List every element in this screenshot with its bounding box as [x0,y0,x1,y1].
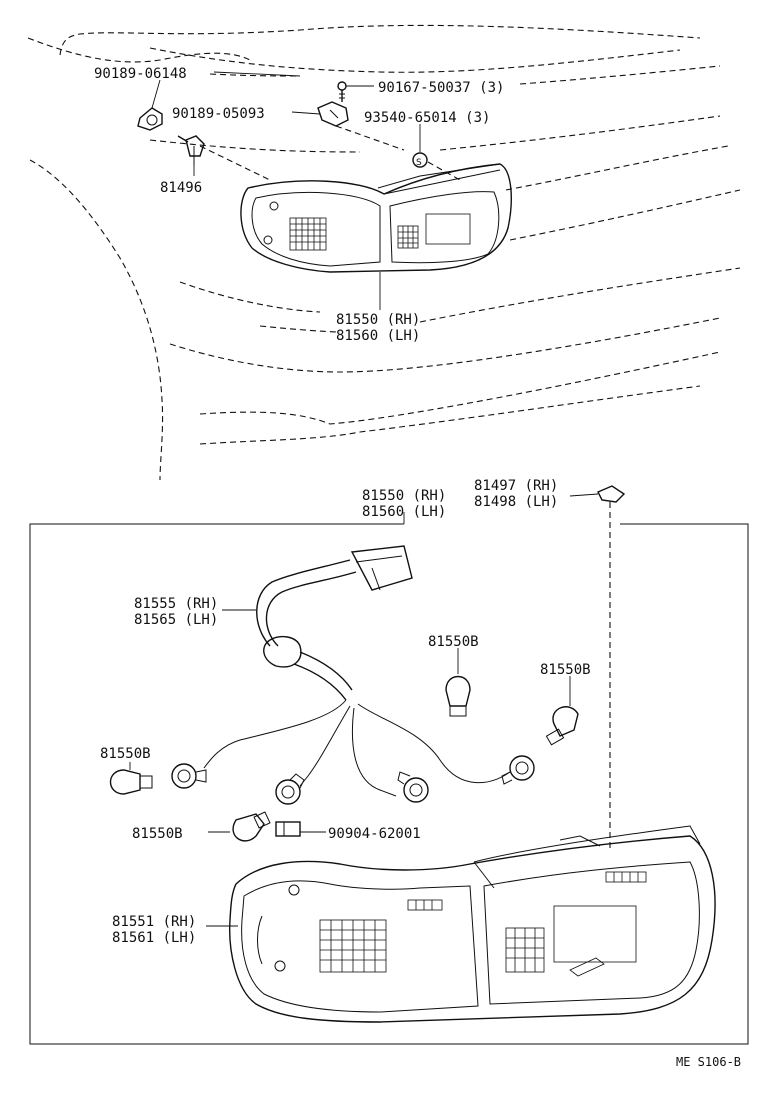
cap-nut-icon [137,107,163,131]
small-bulb-icon [275,821,326,837]
bulb-icon-lower [208,811,271,842]
label-small-bulb: 90904-62001 [328,826,421,842]
screw-icon [337,81,347,102]
label-assy-lh: 81560 (LH) [362,504,446,520]
label-lamp-lh: 81560 (LH) [336,328,420,344]
label-bulb-center: 81550B [428,634,479,650]
vehicle-body-outline [27,24,741,481]
label-wire-lh: 81565 (LH) [134,612,218,628]
label-gasket-rh: 81497 (RH) [474,478,558,494]
clip-icon [317,101,349,127]
socket-icon-1 [171,763,207,789]
socket-icon-2 [275,773,305,805]
label-assy-rh: 81550 (RH) [362,488,446,504]
label-lens-lh: 81561 (LH) [112,930,196,946]
gasket-icon [569,485,626,850]
upper-tail-lamp-assembly [240,163,512,273]
assembly-frame [29,512,749,1045]
svg-text:S: S [416,158,422,168]
diagram-code: ME S106-B [676,1055,741,1069]
bulb-icon-right [545,676,579,746]
wiring-harness [203,545,511,797]
bulb-icon-left [109,762,153,795]
label-bulb-right: 81550B [540,662,591,678]
label-bulb-left: 81550B [100,746,151,762]
label-wire-rh: 81555 (RH) [134,596,218,612]
socket-icon-4 [501,755,535,785]
label-lens-rh: 81551 (RH) [112,914,196,930]
label-clip: 90189-05093 [172,106,265,122]
label-bulb-lower: 81550B [132,826,183,842]
bulb-icon-center [445,648,471,717]
lower-lens-housing [206,825,716,1023]
label-gasket-lh: 81498 (LH) [474,494,558,510]
grommet-icon [177,135,205,166]
nut-icon: S [412,152,428,168]
label-nut: 93540-65014 (3) [364,110,490,126]
label-screw: 90167-50037 (3) [378,80,504,96]
label-lamp-rh: 81550 (RH) [336,312,420,328]
socket-icon-3 [397,771,429,803]
label-grommet: 81496 [160,180,202,196]
upper-leaders [151,71,461,310]
label-cap-nut: 90189-06148 [94,66,187,82]
